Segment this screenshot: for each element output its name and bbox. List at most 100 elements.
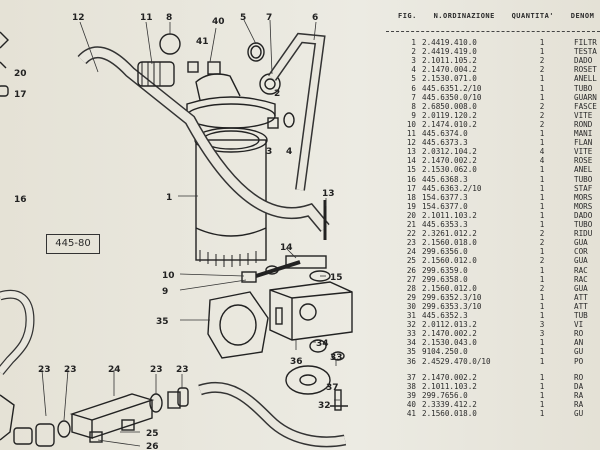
part-quantity: 1: [539, 92, 545, 102]
callout-23-right: 23: [150, 365, 163, 375]
callout-41: 41: [196, 37, 209, 47]
part-description: RAC: [574, 265, 588, 275]
part-description: AN: [574, 338, 584, 348]
part-quantity: 1: [539, 192, 545, 202]
part-quantity: 1: [539, 83, 545, 93]
callout-24: 24: [108, 365, 121, 375]
part-quantity: 4: [539, 147, 545, 157]
part-quantity: 1: [539, 183, 545, 193]
part-description: FLAN: [574, 138, 593, 148]
part-fig: 25: [406, 256, 416, 266]
callout-3: 3: [266, 147, 272, 157]
part-fig: 37: [406, 372, 416, 382]
callout-33: 33: [330, 353, 343, 363]
part-number: 2.1474.010.2: [422, 119, 477, 129]
callout-2: 2: [274, 89, 280, 99]
drawing-reference-box: 445-80: [46, 234, 100, 254]
part-fig: 12: [406, 138, 416, 148]
callout-10: 10: [162, 271, 175, 281]
part-quantity: 1: [539, 220, 545, 229]
part-number: 445.6374.0: [422, 129, 468, 138]
header-quantity: QUANTITA': [511, 12, 555, 20]
part-fig: 41: [406, 409, 416, 418]
callout-8: 8: [166, 13, 172, 23]
part-description: VITE: [574, 110, 593, 120]
part-description: FASCE: [574, 101, 597, 111]
part-number: 2.3339.412.2: [422, 399, 477, 409]
part-fig: 21: [406, 220, 416, 229]
callout-34: 34: [316, 339, 329, 349]
part-description: RIDU: [574, 229, 593, 239]
callout-16: 16: [14, 195, 27, 205]
part-quantity: 1: [539, 74, 545, 84]
part-number: 445.6351.2/10: [422, 83, 482, 93]
part-description: TUBO: [574, 220, 593, 229]
part-quantity: 1: [539, 38, 545, 47]
part-description: RO: [574, 372, 584, 382]
part-number: 445.6363.2/10: [422, 183, 482, 193]
part-number: 2.1560.012.0: [422, 256, 477, 266]
part-quantity: 2: [539, 229, 545, 239]
part-fig: 19: [406, 201, 416, 211]
part-fig: 26: [406, 265, 416, 275]
header-rule: [386, 31, 600, 32]
part-quantity: 1: [539, 292, 545, 302]
callout-5: 5: [240, 13, 246, 23]
part-number: 2.1011.103.2: [422, 381, 477, 391]
part-description: ANELL: [574, 74, 597, 84]
part-quantity: 1: [539, 165, 545, 175]
callout-7: 7: [266, 13, 272, 23]
part-quantity: 1: [539, 372, 545, 382]
part-description: MORS: [574, 201, 593, 211]
part-quantity: 1: [539, 138, 545, 148]
part-quantity: 3: [539, 329, 545, 339]
callout-26: 26: [146, 442, 159, 450]
part-fig: 22: [406, 229, 416, 239]
part-fig: 23: [406, 238, 416, 248]
part-quantity: 2: [539, 119, 545, 129]
part-quantity: 2: [539, 110, 545, 120]
part-fig: 7: [411, 92, 416, 102]
part-fig: 18: [406, 192, 416, 202]
part-number: 299.6356.0: [422, 247, 468, 257]
part-fig: 36: [406, 356, 416, 366]
part-fig: 38: [406, 381, 416, 391]
part-fig: 35: [406, 347, 416, 357]
part-fig: 6: [411, 83, 416, 93]
part-number: 2.1560.018.0: [422, 238, 477, 248]
part-fig: 17: [406, 183, 416, 193]
part-description: ATT: [574, 301, 588, 311]
part-number: 154.6377.0: [422, 201, 468, 211]
part-quantity: 1: [539, 47, 545, 57]
part-fig: 2: [411, 47, 416, 57]
part-number: 2.1530.071.0: [422, 74, 477, 84]
part-quantity: 1: [539, 390, 545, 400]
part-number: 2.1530.043.0: [422, 338, 477, 348]
part-number: 445.6373.3: [422, 138, 468, 148]
part-description: VI: [574, 320, 584, 330]
part-number: 2.1470.002.2: [422, 329, 477, 339]
part-number: 2.1560.018.0: [422, 409, 477, 418]
part-number: 2.4419.410.0: [422, 38, 477, 47]
part-number: 445.6353.3: [422, 220, 468, 229]
callout-6: 6: [312, 13, 318, 23]
part-quantity: 1: [539, 338, 545, 348]
header-order-number: N.ORDINAZIONE: [433, 12, 495, 20]
part-fig: 34: [406, 338, 416, 348]
callout-9: 9: [162, 287, 168, 297]
part-description: FILTR: [574, 38, 597, 47]
part-description: RA: [574, 390, 584, 400]
part-fig: 32: [406, 320, 416, 330]
part-description: ROSE: [574, 156, 593, 166]
part-description: MORS: [574, 192, 593, 202]
header-description: DENOM: [570, 12, 595, 20]
part-number: 2.1011.103.2: [422, 210, 477, 220]
callout-36: 36: [290, 357, 303, 367]
callout-23-center: 23: [64, 365, 77, 375]
part-number: 2.4419.419.0: [422, 47, 477, 57]
part-quantity: 2: [539, 238, 545, 248]
part-description: ROSET: [574, 65, 597, 75]
part-quantity: 1: [539, 174, 545, 184]
part-number: 299.6353.3/10: [422, 301, 482, 311]
